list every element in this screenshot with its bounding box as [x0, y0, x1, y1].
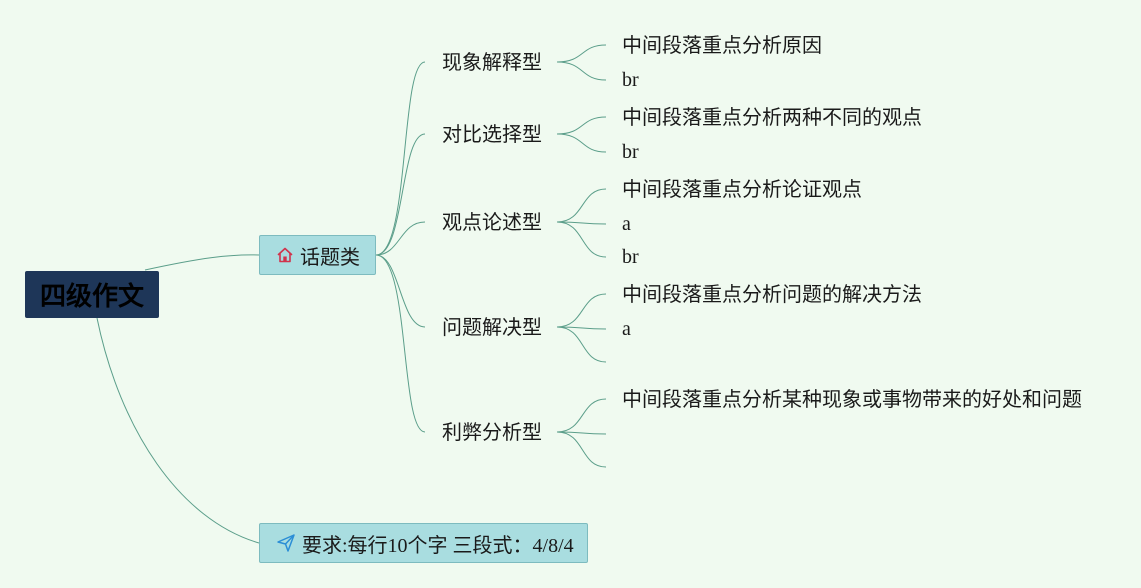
- connector-sub3-leaf2: [556, 326, 607, 363]
- subtopic-node[interactable]: 对比选择型: [442, 122, 542, 146]
- connector-sub0-leaf1: [556, 61, 607, 81]
- leaf-node[interactable]: a: [622, 213, 631, 235]
- connector-root-topic: [144, 254, 260, 271]
- leaf-node[interactable]: 中间段落重点分析两种不同的观点: [622, 105, 922, 129]
- connector-sub4-leaf1: [556, 431, 607, 435]
- subtopic-node[interactable]: 问题解决型: [442, 315, 542, 339]
- connector-root-requirement: [96, 317, 260, 544]
- leaf-node[interactable]: 中间段落重点分析论证观点: [622, 177, 862, 201]
- subtopic-node[interactable]: 利弊分析型: [442, 420, 542, 444]
- leaf-node[interactable]: a: [622, 318, 631, 340]
- connector-sub2-leaf0: [556, 188, 607, 223]
- home-icon: [276, 246, 294, 264]
- connector-sub4-leaf0: [556, 398, 607, 433]
- leaf-node[interactable]: 中间段落重点分析原因: [622, 33, 822, 57]
- connector-sub3-leaf0: [556, 293, 607, 328]
- connector-sub2-leaf1: [556, 221, 607, 225]
- connector-sub0-leaf0: [556, 44, 607, 63]
- connector-sub4-leaf2: [556, 431, 607, 468]
- send-icon: [276, 533, 296, 553]
- root-label: 四级作文: [39, 282, 144, 312]
- connector-topic-sub-2: [375, 221, 426, 256]
- connector-topic-sub-1: [375, 133, 426, 256]
- leaf-node[interactable]: br: [622, 246, 639, 268]
- subtopic-node[interactable]: 现象解释型: [442, 50, 542, 74]
- requirement-label: 要求:每行10个字 三段式：4/8/4: [302, 534, 574, 557]
- topic-node[interactable]: 话题类: [259, 235, 376, 275]
- root-node[interactable]: 四级作文: [25, 271, 159, 318]
- connector-sub1-leaf1: [556, 133, 607, 153]
- connector-topic-sub-0: [375, 61, 426, 256]
- topic-label: 话题类: [300, 244, 360, 269]
- requirement-node[interactable]: 要求:每行10个字 三段式：4/8/4: [259, 523, 588, 563]
- leaf-node[interactable]: 中间段落重点分析问题的解决方法: [622, 282, 922, 306]
- subtopic-node[interactable]: 观点论述型: [442, 210, 542, 234]
- connector-sub3-leaf1: [556, 326, 607, 330]
- connector-topic-sub-4: [375, 254, 426, 433]
- leaf-node[interactable]: br: [622, 141, 639, 163]
- connector-sub1-leaf0: [556, 116, 607, 135]
- connector-sub2-leaf2: [556, 221, 607, 258]
- leaf-node[interactable]: br: [622, 69, 639, 91]
- leaf-node[interactable]: 中间段落重点分析某种现象或事物带来的好处和问题: [622, 387, 1082, 411]
